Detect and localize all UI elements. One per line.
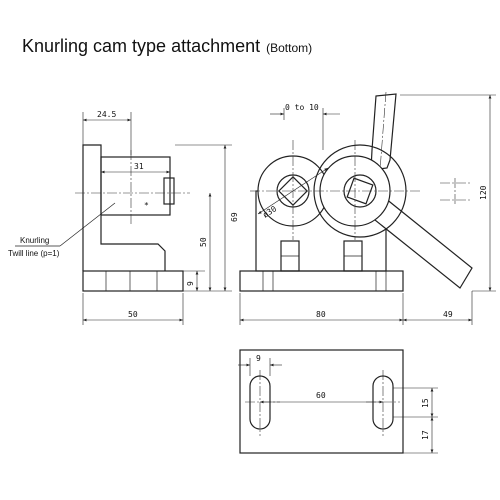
bottom-view: [239, 349, 404, 454]
title-subtitle: (Bottom): [266, 41, 313, 55]
dim-17: 17: [421, 430, 430, 440]
front-base-plate: [239, 270, 404, 292]
side-body-outline: [82, 144, 166, 271]
side-view: * Knurling Twill line (p=1): [8, 144, 190, 292]
side-cam-housing: [100, 156, 171, 216]
dim-slot-9: 9: [256, 354, 261, 363]
title-text: Knurling cam type attachment: [22, 36, 261, 56]
dim-60: 60: [316, 391, 326, 400]
twill-line-label: Twill line (p=1): [8, 249, 60, 258]
bottom-plate: [239, 349, 404, 454]
dim-50-height: 50: [199, 237, 208, 247]
side-base-plate: [82, 270, 184, 292]
dim-31: 31: [134, 162, 144, 171]
dim-69: 69: [230, 212, 239, 222]
dim-0-to-10: 0 to 10: [285, 103, 319, 112]
front-view: [239, 91, 473, 292]
dim-50-width: 50: [128, 310, 138, 319]
lever-handle: [370, 93, 397, 171]
bottom-view-dimensions: 9 60 15 17: [238, 354, 438, 454]
dim-24-5: 24.5: [97, 110, 116, 119]
center-mark: *: [144, 201, 149, 210]
drawing-title: Knurling cam type attachment (Bottom): [22, 36, 312, 57]
knurling-label: Knurling: [20, 236, 49, 245]
dim-9-height: 9: [186, 281, 195, 286]
dim-15: 15: [421, 398, 430, 408]
dim-120: 120: [479, 185, 488, 200]
side-view-dimensions: 24.5 31 69 50 9 50: [82, 110, 239, 325]
dim-80: 80: [316, 310, 326, 319]
dim-49: 49: [443, 310, 453, 319]
side-knob: [163, 177, 175, 205]
